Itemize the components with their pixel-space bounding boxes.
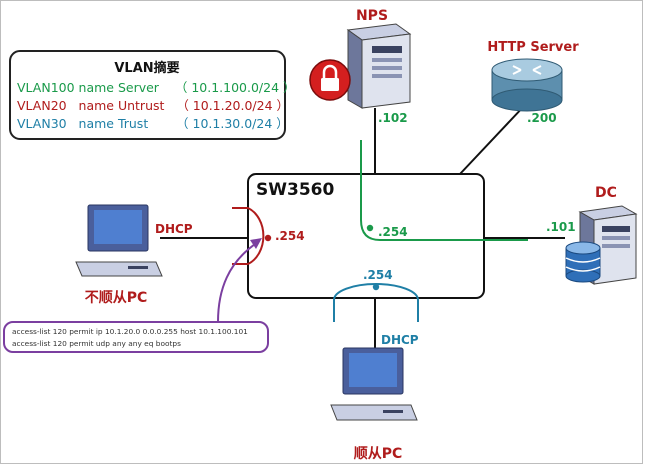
link-http [459, 104, 526, 175]
dc-ip: .101 [546, 220, 576, 234]
nps-server[interactable]: NPS .102 [309, 8, 412, 125]
trust-vlan-dot [372, 283, 380, 291]
computer-icon [330, 347, 418, 421]
computer-icon [75, 204, 163, 277]
vlan-summary-title: VLAN摘要 [114, 60, 179, 76]
untrust-vlan-interface: .254 [232, 207, 305, 265]
acl-line-2: access-list 120 permit udp any any eq bo… [12, 339, 181, 348]
dc-server[interactable]: DC .101 [546, 185, 638, 285]
trust-pc-title: 顺从PC [354, 446, 403, 462]
acl-line-1: access-list 120 permit ip 10.1.20.0 0.0.… [12, 327, 248, 336]
server-vlan-ip: .254 [378, 225, 408, 239]
vlan-row-server: VLAN100 name Server （ 10.1.100.0/24 ） [17, 80, 296, 95]
http-ip: .200 [527, 111, 557, 125]
nps-title: NPS [356, 8, 388, 24]
database-icon [565, 241, 601, 283]
untrust-pc-dhcp: DHCP [155, 222, 193, 236]
vlan-summary-box: VLAN摘要 VLAN100 name Server （ 10.1.100.0/… [9, 50, 296, 140]
trust-pc-dhcp: DHCP [381, 333, 419, 347]
untrust-pc-title: 不顺从PC [85, 290, 148, 306]
link-lines [160, 104, 565, 348]
vlan-row-trust: VLAN30 name Trust （ 10.1.30.0/24 ） [17, 116, 289, 131]
server-vlan-dot [366, 224, 374, 232]
trust-vlan-interface: .254 [333, 268, 419, 322]
router-icon [491, 58, 563, 112]
trust-pc[interactable]: DHCP 顺从PC [330, 333, 419, 462]
acl-callout: access-list 120 permit ip 10.1.20.0 0.0.… [3, 238, 269, 353]
untrust-vlan-dot [264, 234, 272, 242]
dc-title: DC [595, 185, 617, 201]
vlan-row-untrust: VLAN20 name Untrust （ 10.1.20.0/24 ） [17, 98, 289, 113]
untrust-pc[interactable]: DHCP 不顺从PC [75, 204, 193, 306]
trust-vlan-ip: .254 [363, 268, 393, 282]
lock-icon [309, 59, 351, 101]
server-vlan-path: .254 [360, 140, 528, 241]
http-title: HTTP Server [487, 40, 579, 55]
http-server[interactable]: HTTP Server .200 [487, 40, 579, 125]
server-icon [346, 23, 412, 109]
untrust-vlan-ip: .254 [275, 229, 305, 243]
switch-name: SW3560 [256, 180, 334, 200]
nps-ip: .102 [378, 111, 408, 125]
